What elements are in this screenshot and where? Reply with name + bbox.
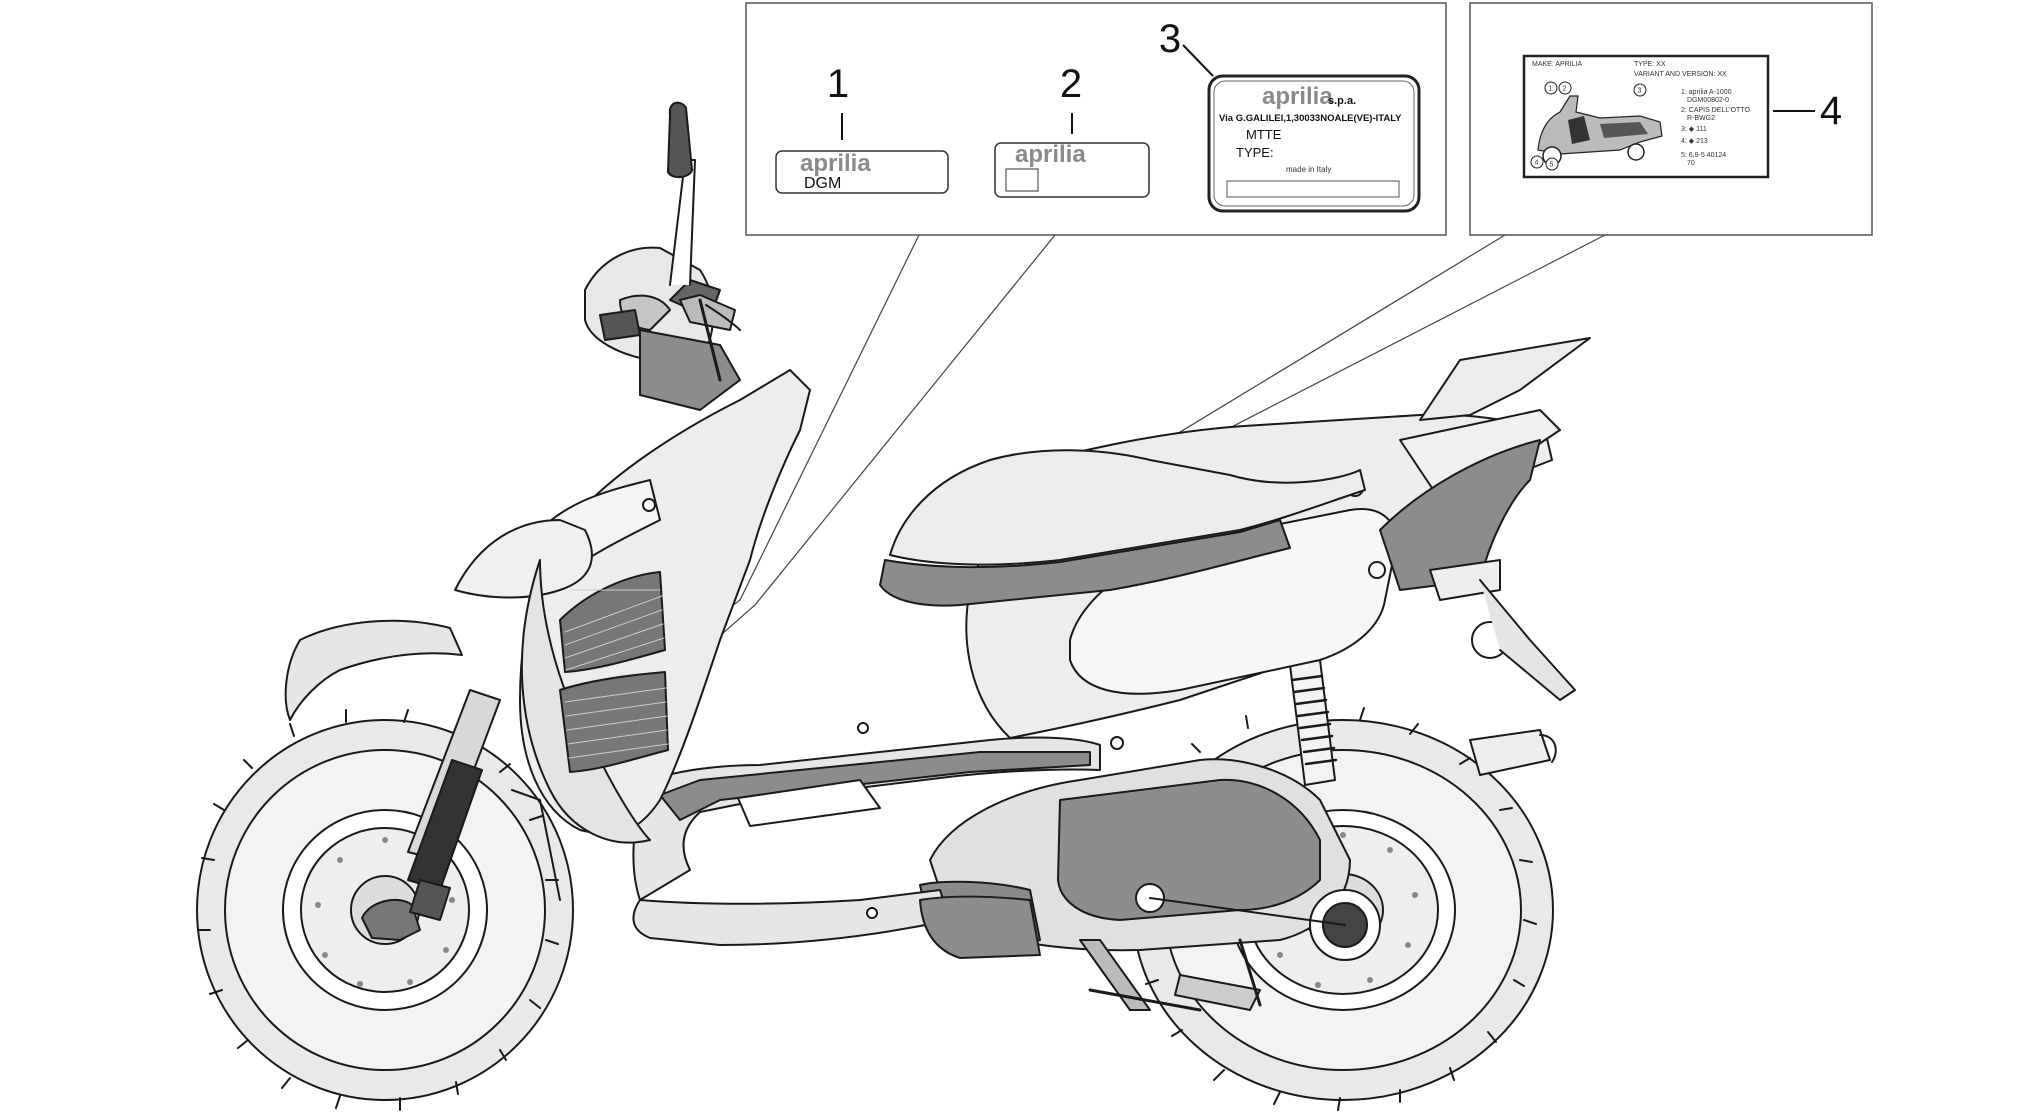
callout-number-1: 1 <box>827 62 849 106</box>
decal-4-line-8: 70 <box>1687 160 1695 167</box>
decal-4-header-type: TYPE: XX <box>1634 61 1666 68</box>
decal-4-marker-4: 4 <box>1535 160 1539 167</box>
decal-3-mtte: MTTE <box>1246 127 1282 142</box>
engine-swingarm <box>919 758 1381 1011</box>
handlebar <box>679 294 741 382</box>
decal-4-header-variant: VARIANT AND VERSION: XX <box>1634 71 1727 78</box>
callout-number-4: 4 <box>1820 89 1842 133</box>
tail-section <box>1379 337 1591 701</box>
decal-3-aprilia-plate: 3 aprilia s.p.a. Via G.GALILEI,1,30033NO… <box>1159 17 1421 213</box>
decal-1-brand: aprilia <box>800 150 871 177</box>
front-wheel <box>196 709 574 1111</box>
body-bolts <box>642 498 1124 919</box>
decal-4-header-make: MAKE: APRILIA <box>1532 61 1583 68</box>
center-stand <box>1079 939 1202 1012</box>
decal-1-aprilia-dgm: 1 aprilia DGM <box>775 62 949 194</box>
decal-4-marker-1: 1 <box>1549 86 1553 93</box>
decal-3-address: Via G.GALILEI,1,30033NOALE(VE)-ITALY <box>1219 113 1402 124</box>
floorboard <box>632 736 1101 959</box>
decal-4-line-1: 1: aprilia A-1000 <box>1681 89 1732 96</box>
steering-headset <box>584 246 741 411</box>
mirror <box>667 101 696 286</box>
decal-4-marker-2: 2 <box>1563 86 1567 93</box>
callout-number-2: 2 <box>1060 62 1082 106</box>
front-fork <box>407 689 561 921</box>
decal-3-suffix: s.p.a. <box>1328 95 1356 107</box>
decal-4-line-3: 2: CAPIS DELL'OTTO <box>1681 107 1750 114</box>
decal-3-made: made in Italy <box>1286 165 1331 174</box>
decal-4-line-7: 5: 6,9-5 40124 <box>1681 152 1726 159</box>
callout-number-3: 3 <box>1159 17 1181 61</box>
front-mudguard <box>284 619 463 721</box>
seat <box>879 449 1366 607</box>
front-grilles <box>559 571 669 773</box>
decal-4-marker-3: 3 <box>1638 88 1642 95</box>
decal-2-brand: aprilia <box>1015 141 1086 168</box>
rear-shock <box>1289 659 1338 786</box>
decal-4-homologation-plate: 4 MAKE: APRILIA TYPE: XX VARIANT AND VER… <box>1522 54 1842 179</box>
decal-4-marker-5: 5 <box>1550 162 1554 169</box>
decal-1-model: DGM <box>804 175 841 192</box>
decal-3-brand: aprilia <box>1262 83 1333 110</box>
decal-3-type: TYPE: <box>1236 145 1274 160</box>
decal-4-line-2: DGM00802-0 <box>1687 97 1729 104</box>
decal-4-line-5: 3: ◆ 111 <box>1681 126 1707 133</box>
decal-4-line-6: 4: ◆ 213 <box>1681 138 1708 145</box>
exhaust <box>1469 729 1557 776</box>
decal-4-mini-scooter-icon: 1 2 3 4 5 <box>1530 81 1663 171</box>
decal-2-aprilia: 2 aprilia <box>994 62 1150 198</box>
scooter-illustration <box>196 101 1591 1111</box>
decal-4-line-4: R-BWG2 <box>1687 115 1715 122</box>
